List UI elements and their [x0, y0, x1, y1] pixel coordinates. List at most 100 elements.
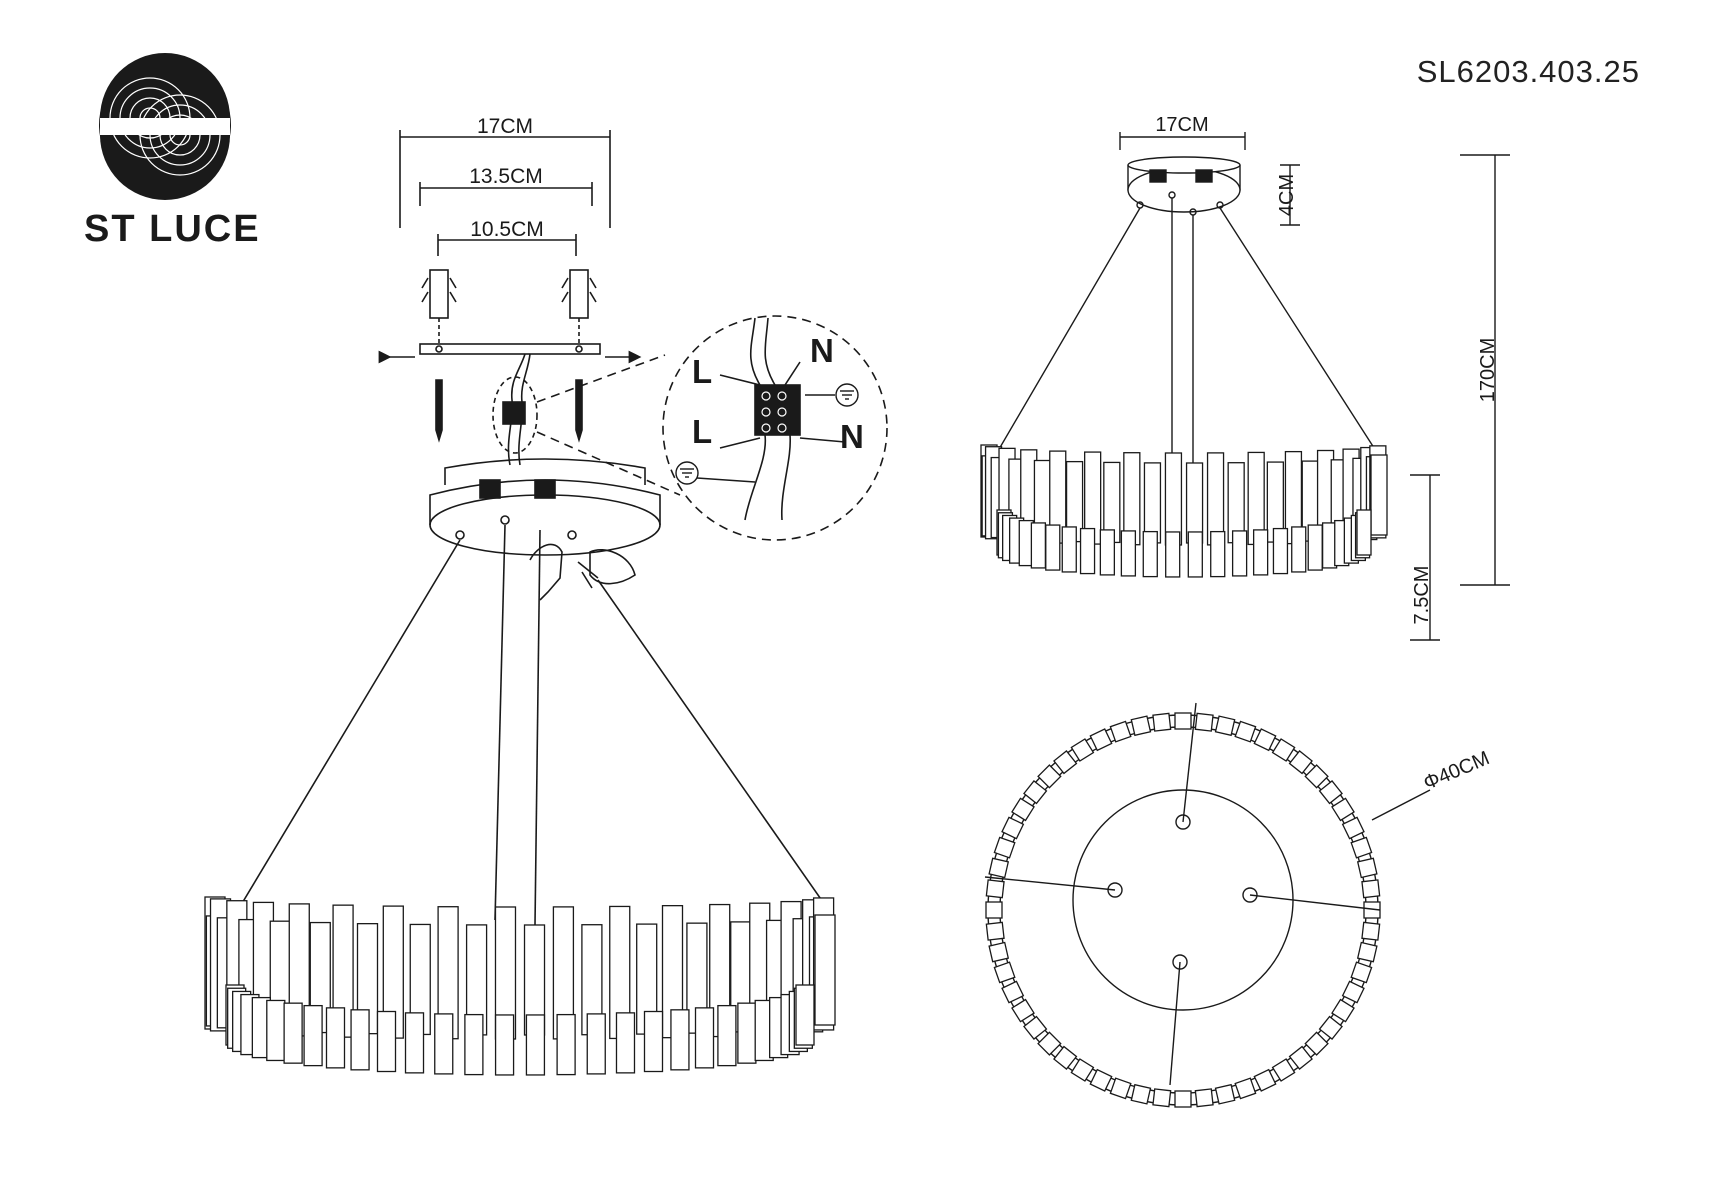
ground-symbol-icon [675, 461, 699, 485]
crystal-icon [615, 1012, 636, 1074]
crystal-icon [1130, 715, 1152, 737]
crystal-icon [1356, 509, 1372, 556]
crystal-icon [1070, 738, 1095, 762]
crystal-icon [1089, 728, 1113, 752]
crystal-icon [1356, 941, 1378, 963]
crystal-icon [1037, 1031, 1062, 1056]
crystal-icon [1231, 530, 1248, 577]
crystal-icon [717, 1004, 737, 1067]
crystal-icon [1185, 462, 1204, 544]
crystal-icon [1271, 1058, 1296, 1082]
crystal-icon [1361, 879, 1381, 899]
crystal-icon [525, 1014, 546, 1076]
crystal-icon [795, 984, 815, 1046]
top-crystal-ring-icon [985, 712, 1381, 1108]
crystal-icon [404, 1012, 425, 1074]
crystal-icon [1234, 1077, 1257, 1100]
crystal-icon [988, 857, 1010, 879]
crystal-icon [1061, 526, 1077, 573]
crystal-icon [266, 999, 286, 1062]
crystal-icon [1370, 454, 1388, 536]
crystal-icon [325, 1007, 346, 1069]
crystal-icon [1164, 452, 1183, 546]
mounting-bracket-icon [378, 343, 642, 364]
crystal-icon [1187, 531, 1203, 578]
crystal-icon [1089, 1068, 1113, 1092]
crystal-icon [643, 1010, 664, 1073]
crystal-icon [1070, 1058, 1095, 1082]
crystal-icon [1304, 764, 1329, 789]
crystal-icon [586, 1013, 606, 1075]
crystal-icon [1271, 738, 1296, 762]
crystal-icon [985, 921, 1005, 941]
crystal-icon [1252, 529, 1269, 576]
crystal-icon [350, 1009, 370, 1071]
crystal-icon [1109, 720, 1132, 743]
crystal-icon [1307, 524, 1323, 571]
model-number: SL6203.403.25 [1416, 54, 1640, 89]
crystal-icon [1099, 529, 1116, 576]
crystal-icon [1023, 780, 1048, 805]
crystal-icon [434, 1013, 454, 1075]
wall-anchor-right-icon [561, 269, 597, 319]
mounting-diagram [204, 130, 888, 1076]
crystal-icon [993, 836, 1016, 859]
screw-left-icon [435, 379, 443, 443]
crystal-icon [1272, 527, 1289, 575]
crystal-ring-icon [204, 896, 836, 1076]
crystal-icon [985, 901, 1003, 919]
crystal-icon [1001, 816, 1025, 840]
crystal-icon [1174, 1090, 1192, 1108]
crystal-icon [814, 914, 836, 1026]
side-canopy-icon [1127, 156, 1241, 216]
crystal-icon [1053, 1045, 1078, 1070]
dim-canopy-height: 4CM [1276, 174, 1298, 216]
crystal-icon [694, 1007, 715, 1069]
dim-total-height: 170CM [1477, 338, 1499, 402]
crystal-icon [1045, 524, 1061, 571]
ground-symbol-icon [835, 383, 859, 407]
crystal-icon [1214, 715, 1236, 737]
crystal-icon [1130, 1083, 1152, 1105]
crystal-icon [1318, 1015, 1343, 1040]
dim-13-5cm: 13.5CM [469, 165, 543, 188]
crystal-icon [1350, 836, 1373, 859]
crystal-icon [1194, 712, 1214, 732]
dim-10-5cm: 10.5CM [470, 218, 544, 241]
crystal-icon [1234, 720, 1257, 743]
crystal-icon [993, 961, 1016, 984]
crystal-icon [1291, 526, 1307, 573]
crystal-icon [1152, 1088, 1172, 1108]
hand-adjusting-icon [529, 543, 636, 601]
crystal-icon [1053, 750, 1078, 775]
wall-anchor-left-icon [421, 269, 457, 319]
crystal-icon [1356, 857, 1378, 879]
crystal-icon [737, 1002, 757, 1064]
crystal-icon [376, 1010, 397, 1073]
crystal-icon [1304, 1031, 1329, 1056]
dim-canopy-width: 17CM [1155, 114, 1208, 136]
crystal-icon [1318, 780, 1343, 805]
side-crystal-ring-icon [980, 444, 1388, 578]
crystal-icon [1194, 1088, 1214, 1108]
crystal-icon [1174, 712, 1192, 730]
crystal-icon [283, 1002, 303, 1064]
crystal-icon [303, 1004, 323, 1067]
crystal-icon [1350, 961, 1373, 984]
crystal-icon [1011, 797, 1035, 822]
crystal-icon [1253, 728, 1277, 752]
crystal-icon [1288, 1045, 1313, 1070]
crystal-icon [1143, 462, 1162, 544]
crystal-icon [1011, 998, 1035, 1023]
swirl-s-logo-icon [99, 53, 231, 200]
dim-17cm-mount: 17CM [477, 115, 533, 138]
crystal-icon [1142, 530, 1158, 578]
top-view-diagram [984, 702, 1431, 1108]
crystal-icon [1165, 531, 1181, 578]
crystal-icon [556, 1013, 576, 1076]
crystal-icon [1210, 530, 1226, 578]
crystal-icon [1109, 1077, 1132, 1100]
crystal-icon [1253, 1068, 1277, 1092]
crystal-icon [1030, 522, 1047, 569]
